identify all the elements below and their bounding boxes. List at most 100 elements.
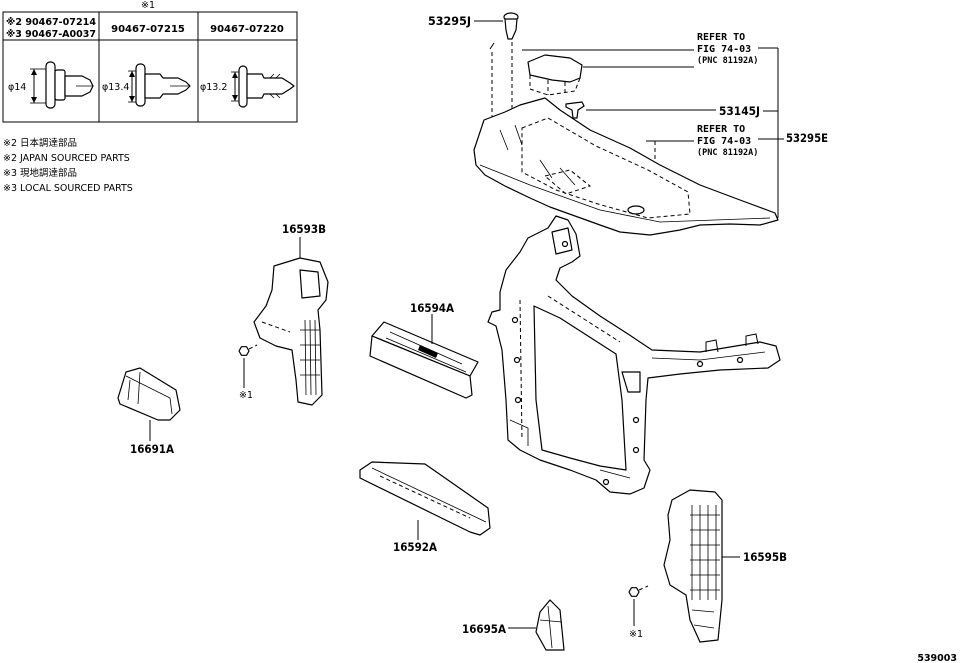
callout-53295e[interactable]: 53295E xyxy=(786,131,828,145)
tray-hidden-line xyxy=(379,475,471,519)
part-16691a-duct: 16691A xyxy=(117,367,181,456)
hole xyxy=(511,316,519,324)
hole xyxy=(514,396,522,404)
pillar-hidden-line xyxy=(519,299,523,441)
part-16592a-tray: 16592A xyxy=(359,461,491,554)
clip-drawing-3: φ13.2 xyxy=(200,65,295,108)
dimension-arrow xyxy=(31,69,37,75)
arm-tabs xyxy=(705,333,759,353)
bracket-detail xyxy=(539,605,563,649)
radiator-support xyxy=(487,215,781,495)
seal-ribs xyxy=(300,319,320,396)
clip-col2-diameter: φ13.4 xyxy=(102,82,129,93)
callout-16592a[interactable]: 16592A xyxy=(393,540,437,554)
bolt-head xyxy=(628,587,640,597)
bracket-outline xyxy=(527,54,583,83)
clip-col2-part: 90467-07215 xyxy=(111,24,185,35)
dimension-arrow xyxy=(232,95,238,101)
seal-window xyxy=(299,269,321,299)
lower-detail xyxy=(509,419,631,479)
clip-table: ※1 ※2 90467-07214 ※3 90467-A0037 90467-0… xyxy=(2,0,298,123)
clip-table-border xyxy=(2,11,298,123)
note-local-jp: ※3 現地調達部品 xyxy=(3,167,77,179)
clip-body xyxy=(565,101,585,119)
reference-bracket xyxy=(522,49,694,96)
callout-16593b[interactable]: 16593B xyxy=(282,222,326,236)
note-local-en: ※3 LOCAL SOURCED PARTS xyxy=(3,183,133,194)
part-53295e-cover xyxy=(473,97,779,236)
cover-outline xyxy=(473,97,779,236)
part-16595b-seal: 16595B xyxy=(663,489,787,643)
hole xyxy=(602,478,610,486)
cover-hidden-pocket xyxy=(543,169,592,195)
clip-head xyxy=(135,63,146,107)
reference-1-line1: REFER TO xyxy=(697,32,745,43)
hole xyxy=(513,356,521,364)
side-bracket xyxy=(621,371,641,393)
hole xyxy=(561,240,569,248)
reference-1-line3: (PNC 81192A) xyxy=(697,56,758,66)
cover-ribs xyxy=(499,124,576,186)
part-53145j-clip: 53145J xyxy=(565,101,778,119)
clip-bolt-right: ※1 xyxy=(628,585,649,640)
callout-16594a[interactable]: 16594A xyxy=(410,301,454,315)
block-front-face xyxy=(369,335,473,399)
seal-lower-detail xyxy=(691,609,715,629)
cover-hole xyxy=(627,205,645,215)
callout-53295j[interactable]: 53295J xyxy=(428,14,471,28)
clip-col3-part: 90467-07220 xyxy=(210,24,284,35)
tray-outline xyxy=(359,461,491,536)
bracket-hidden-outline xyxy=(529,75,581,96)
clip-mark-right: ※1 xyxy=(629,629,643,640)
clip-bolt-left: ※1 xyxy=(238,344,258,401)
dimension-arrow xyxy=(129,71,135,77)
clip-head xyxy=(45,61,56,109)
clip-shank xyxy=(144,73,191,99)
clip-drawing-1: φ14 xyxy=(8,61,94,109)
tray-ridge xyxy=(371,467,487,523)
clip-table-note-mark: ※1 xyxy=(141,0,155,11)
clip-col3-diameter: φ13.2 xyxy=(200,82,227,93)
dimension-arrow xyxy=(232,72,238,78)
part-16695a-bracket: 16695A xyxy=(462,599,565,651)
bolt-shaft xyxy=(248,344,258,350)
clip-fins xyxy=(269,73,281,99)
clip-col1-part-line2: ※3 90467-A0037 xyxy=(6,28,96,40)
seal-outline xyxy=(663,489,723,643)
callout-53145j[interactable]: 53145J xyxy=(719,104,760,118)
hole xyxy=(632,416,640,424)
callout-16595b[interactable]: 16595B xyxy=(743,550,787,564)
clip-col1-part-line1: ※2 90467-07214 xyxy=(6,16,96,28)
hole xyxy=(696,360,704,368)
tower-detail xyxy=(551,227,573,255)
bolt-shaft xyxy=(638,585,649,591)
part-16594a-seal: 16594A xyxy=(369,301,479,399)
reference-2-line2: FIG 74-03 xyxy=(697,136,751,147)
radiator-opening xyxy=(533,305,627,471)
clip-drawing-2: φ13.4 xyxy=(102,63,191,107)
dimension-arrow xyxy=(31,97,37,103)
callout-16695a[interactable]: 16695A xyxy=(462,622,506,636)
clip-col1-diameter: φ14 xyxy=(8,82,26,93)
beam-hidden-line xyxy=(547,295,621,343)
callout-16691a[interactable]: 16691A xyxy=(130,442,174,456)
part-53295j-clip: 53295J xyxy=(428,12,519,150)
arm-edge xyxy=(651,351,766,361)
block-notch xyxy=(418,345,438,358)
seal-grid xyxy=(690,505,720,600)
part-16593b-seal: 16593B xyxy=(253,222,329,406)
duct-detail xyxy=(125,371,173,415)
mounting-holes xyxy=(511,240,744,486)
cover-ridge xyxy=(479,164,771,223)
reference-1-line2: FIG 74-03 xyxy=(697,44,751,55)
bolt-head xyxy=(238,346,250,356)
duct-outline xyxy=(117,367,181,421)
illustration-number: 539003 xyxy=(917,653,957,663)
hole xyxy=(736,356,744,364)
reference-2-line3: (PNC 81192A) xyxy=(697,148,758,158)
note-japan-jp: ※2 日本調達部品 xyxy=(3,137,77,149)
clip-shank xyxy=(246,73,295,99)
seal-hidden-edge xyxy=(261,321,291,333)
note-japan-en: ※2 JAPAN SOURCED PARTS xyxy=(3,153,130,164)
